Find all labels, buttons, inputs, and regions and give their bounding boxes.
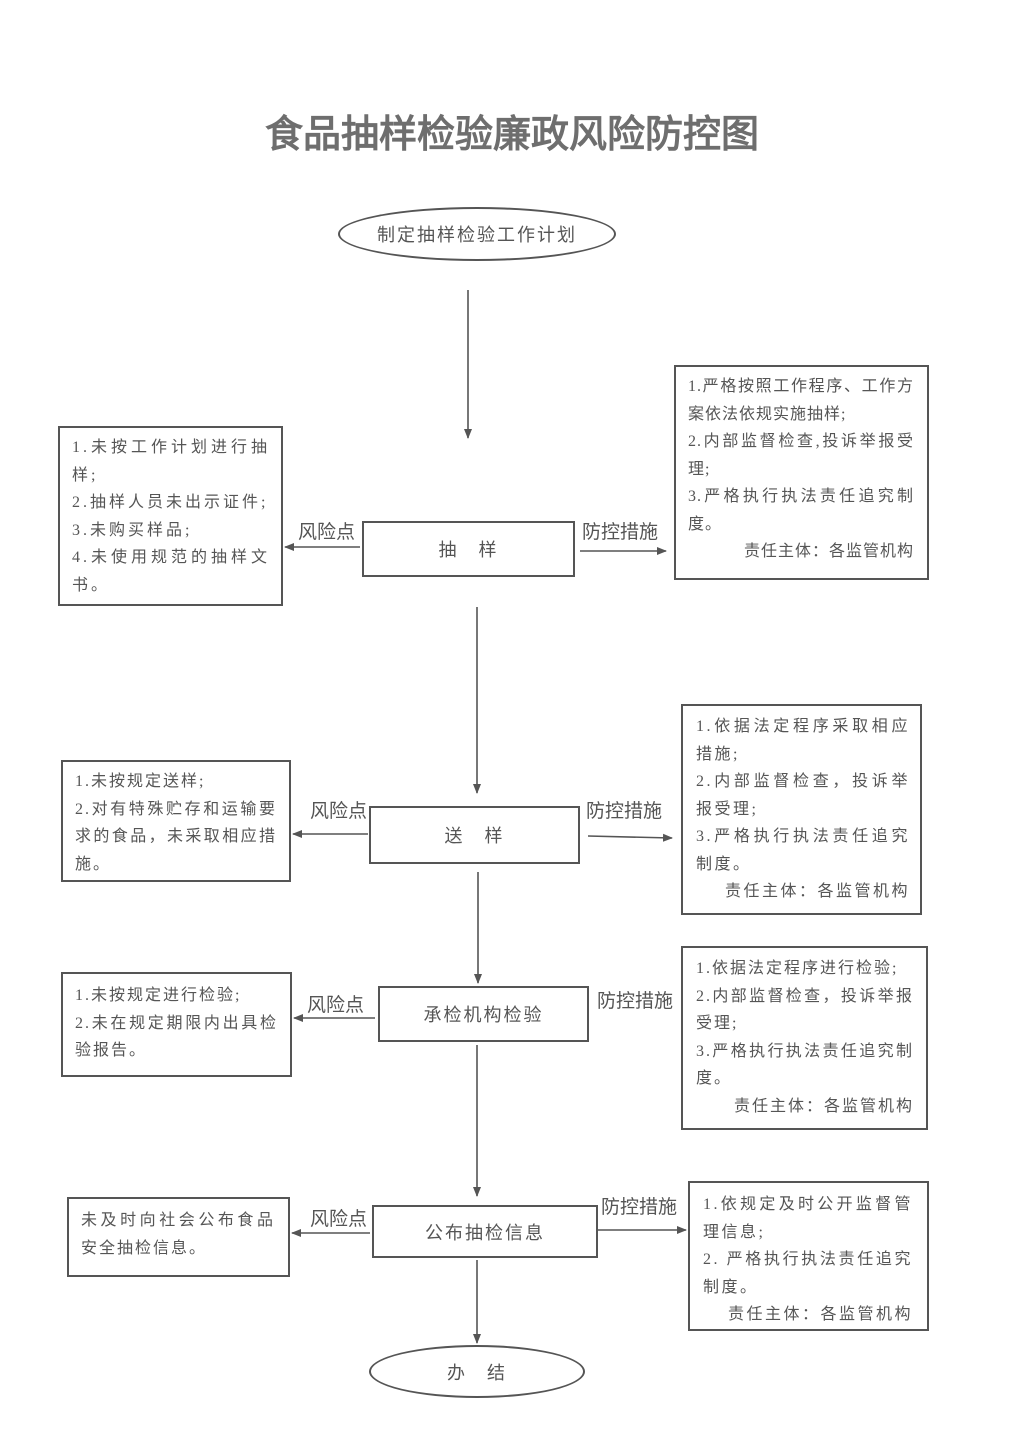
- control-item: 1.依据法定程序进行检验;: [696, 960, 899, 977]
- risk-label-step3: 风险点: [307, 995, 365, 1016]
- risk-item: 3.未购买样品;: [72, 521, 193, 539]
- control-label-step4: 防控措施: [601, 1197, 678, 1218]
- risk-label-step1: 风险点: [298, 522, 356, 543]
- risk-item: 1.未按规定进行检验;: [75, 987, 242, 1004]
- risk-item: 2.对有特殊贮存和运输要求的食品，未采取相应措施。: [75, 800, 277, 873]
- control-item: 1.依据法定程序采取相应措施;: [696, 718, 910, 763]
- risk-item: 未及时向社会公布食品安全抽检信息。: [81, 1212, 275, 1257]
- risk-box-step4: 未及时向社会公布食品安全抽检信息。: [67, 1197, 290, 1277]
- risk-item: 4.未使用规范的抽样文书。: [72, 549, 270, 594]
- control-label-step3: 防控措施: [597, 991, 674, 1012]
- control-item: 2.内部监督检查,投诉举报受理;: [688, 433, 914, 478]
- control-item: 3.严格执行执法责任追究制度。: [696, 828, 910, 873]
- step-node-sampling: 抽 样: [362, 521, 575, 577]
- control-item: 3.严格执行执法责任追究制度。: [696, 1042, 914, 1088]
- risk-box-step1: 1.未按工作计划进行抽样; 2.抽样人员未出示证件; 3.未购买样品; 4.未使…: [58, 426, 283, 606]
- step-node-lab-testing: 承检机构检验: [378, 986, 589, 1042]
- end-node: 办 结: [369, 1345, 585, 1398]
- diagram-title: 食品抽样检验廉政风险防控图: [264, 114, 759, 156]
- control-box-step4: 1.依规定及时公开监督管理信息; 2. 严格执行执法责任追究制度。 责任主体：各…: [688, 1181, 929, 1331]
- responsible-party: 责任主体：各监管机构: [727, 1306, 913, 1323]
- responsible-party: 责任主体：各监管机构: [724, 883, 910, 900]
- step-node-publish-results: 公布抽检信息: [372, 1205, 598, 1258]
- risk-item: 2.抽样人员未出示证件;: [72, 494, 269, 511]
- control-label-step1: 防控措施: [582, 522, 659, 543]
- control-box-step3: 1.依据法定程序进行检验; 2.内部监督检查，投诉举报受理; 3.严格执行执法责…: [681, 946, 928, 1130]
- risk-item: 1.未按工作计划进行抽样;: [72, 439, 270, 484]
- control-item: 3.严格执行执法责任追究制度。: [688, 488, 914, 533]
- control-item: 1.严格按照工作程序、工作方案依法依规实施抽样;: [688, 378, 914, 423]
- control-arrow-step2: [587, 833, 673, 842]
- risk-label-step2: 风险点: [310, 801, 368, 822]
- risk-box-step2: 1.未按规定送样; 2.对有特殊贮存和运输要求的食品，未采取相应措施。: [61, 760, 291, 882]
- risk-box-step3: 1.未按规定进行检验; 2.未在规定期限内出具检验报告。: [61, 972, 292, 1077]
- start-node: 制定抽样检验工作计划: [338, 207, 616, 261]
- control-item: 2.内部监督检查，投诉举报受理;: [696, 773, 910, 818]
- risk-label-step4: 风险点: [310, 1209, 368, 1230]
- responsible-party: 责任主体：各监管机构: [733, 1097, 914, 1115]
- control-box-step1: 1.严格按照工作程序、工作方案依法依规实施抽样; 2.内部监督检查,投诉举报受理…: [674, 365, 929, 580]
- control-box-step2: 1.依据法定程序采取相应措施; 2.内部监督检查，投诉举报受理; 3.严格执行执…: [681, 704, 922, 915]
- risk-item: 2.未在规定期限内出具检验报告。: [75, 1014, 278, 1060]
- control-item: 2. 严格执行执法责任追究制度。: [703, 1251, 913, 1296]
- responsible-party: 责任主体：各监管机构: [743, 543, 914, 560]
- control-label-step2: 防控措施: [586, 801, 663, 822]
- risk-item: 1.未按规定送样;: [75, 773, 206, 790]
- step-node-delivery: 送 样: [369, 806, 580, 864]
- control-item: 2.内部监督检查，投诉举报受理;: [696, 987, 914, 1033]
- control-item: 1.依规定及时公开监督管理信息;: [703, 1196, 913, 1241]
